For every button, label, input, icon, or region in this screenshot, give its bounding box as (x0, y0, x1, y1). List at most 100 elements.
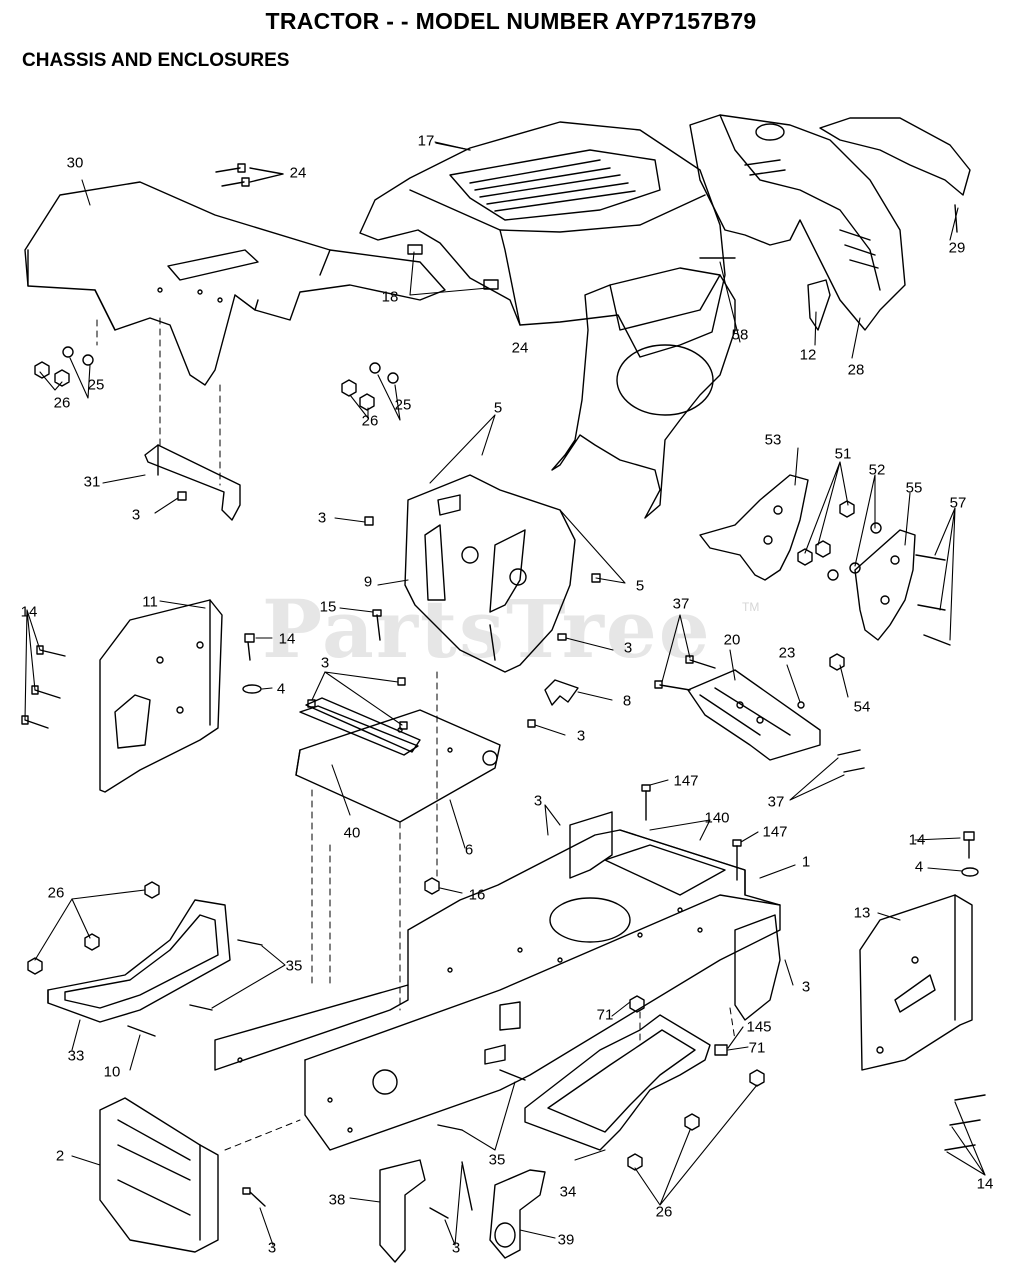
callout-38: 38 (328, 1191, 346, 1209)
watermark-logo: PartsTree (262, 582, 712, 676)
callout-71-right: 71 (748, 1039, 766, 1057)
callout-8: 8 (622, 692, 632, 710)
part-bolts-24a (215, 163, 284, 187)
callout-14-bottom-right: 14 (976, 1175, 994, 1193)
part-hardware-37-23 (654, 655, 865, 773)
callout-147-top: 147 (673, 772, 699, 790)
callout-25-left: 25 (87, 376, 105, 394)
callout-3-b: 3 (317, 509, 327, 527)
part-bolt-14c-washer-4b (961, 831, 979, 877)
callout-3-i: 3 (267, 1239, 277, 1257)
part-bracket-53 (699, 474, 809, 581)
part-bolts-14a (21, 645, 66, 729)
callout-34: 34 (559, 1183, 577, 1201)
part-footrest-33 (47, 899, 231, 1023)
callout-54: 54 (853, 698, 871, 716)
callout-35-left: 35 (285, 957, 303, 975)
part-bracket-31 (144, 444, 241, 521)
callout-3-f: 3 (533, 792, 543, 810)
part-hardware-right (437, 995, 765, 1171)
callout-147-mid: 147 (762, 823, 788, 841)
callout-3-a: 3 (131, 506, 141, 524)
callout-20: 20 (723, 631, 741, 649)
part-bracket-55 (854, 529, 916, 641)
leader-lines (24, 141, 986, 1246)
callout-3-c: 3 (320, 654, 330, 672)
part-seat-bracket (687, 669, 821, 761)
part-front-plate-2 (99, 1097, 219, 1253)
callout-14-left: 14 (20, 603, 38, 621)
page-title: TRACTOR - - MODEL NUMBER AYP7157B79 (265, 8, 757, 34)
callout-24-mid: 24 (511, 339, 529, 357)
callout-15: 15 (319, 598, 337, 616)
part-hood (359, 121, 726, 358)
part-main-frame (214, 829, 781, 1151)
callout-58: 58 (731, 326, 749, 344)
part-hardware-26-35-10 (27, 881, 263, 1037)
callout-3-h: 3 (451, 1239, 461, 1257)
callout-51: 51 (834, 445, 852, 463)
alignment-lines (96, 317, 736, 1151)
part-hardware-51-52-57 (797, 500, 951, 671)
callout-71-left: 71 (596, 1006, 614, 1024)
part-pin-15 (372, 609, 382, 641)
callout-33: 33 (67, 1047, 85, 1065)
section-title: CHASSIS AND ENCLOSURES (22, 50, 290, 71)
callout-28: 28 (847, 361, 865, 379)
part-rear-fender (24, 181, 446, 386)
part-latch-12 (807, 279, 831, 331)
callout-52: 52 (868, 461, 886, 479)
callout-9: 9 (363, 573, 373, 591)
callout-12: 12 (799, 346, 817, 364)
part-footrest-34 (524, 1014, 711, 1151)
part-side-panel-13 (859, 894, 973, 1071)
callout-25-mid: 25 (394, 396, 412, 414)
part-belt-guard (551, 257, 736, 519)
part-plate-40 (299, 705, 419, 756)
part-hitch-bracket (734, 914, 781, 1021)
part-bolts-14d (944, 1094, 986, 1151)
part-side-panel-11 (99, 599, 223, 793)
callout-30: 30 (66, 154, 84, 172)
callout-23: 23 (778, 644, 796, 662)
callout-140: 140 (704, 809, 730, 827)
callout-14-mid: 14 (278, 630, 296, 648)
callout-3-d: 3 (576, 727, 586, 745)
part-hardware-25-26 (34, 346, 399, 411)
callout-37-bottom: 37 (767, 793, 785, 811)
part-dash-panel (689, 114, 906, 331)
callout-5-top: 5 (493, 399, 503, 417)
callout-39: 39 (557, 1231, 575, 1249)
callout-29: 29 (948, 239, 966, 257)
callout-17: 17 (417, 132, 435, 150)
part-bracket-38 (379, 1159, 426, 1263)
callout-16: 16 (468, 886, 486, 904)
callout-11: 11 (142, 593, 158, 611)
callout-13: 13 (853, 904, 871, 922)
callout-1: 1 (801, 853, 811, 871)
callout-3-g: 3 (801, 978, 811, 996)
callout-35-bottom: 35 (488, 1151, 506, 1169)
callout-5-right: 5 (635, 577, 645, 595)
callout-3-e: 3 (623, 639, 633, 657)
part-bolts-3i (429, 1161, 473, 1219)
callout-26-bottom: 26 (655, 1203, 673, 1221)
callout-26-lower-left: 26 (47, 884, 65, 902)
part-nut-16 (424, 877, 440, 895)
callout-14-right: 14 (908, 831, 926, 849)
trademark-mark: TM (742, 600, 760, 614)
part-grille-29 (819, 117, 971, 233)
part-bolt-3h (242, 1187, 266, 1207)
callout-53: 53 (764, 431, 782, 449)
callout-55: 55 (905, 479, 923, 497)
callout-2: 2 (55, 1147, 65, 1165)
callout-10: 10 (103, 1063, 121, 1081)
part-bolt-14b-washer-4 (242, 633, 262, 694)
callout-31: 31 (83, 473, 101, 491)
callout-26-mid: 26 (361, 412, 379, 430)
callout-6: 6 (464, 841, 474, 859)
callout-37-top: 37 (672, 595, 690, 613)
part-frame-bracket-3 (569, 811, 613, 879)
callout-4-left: 4 (276, 680, 286, 698)
